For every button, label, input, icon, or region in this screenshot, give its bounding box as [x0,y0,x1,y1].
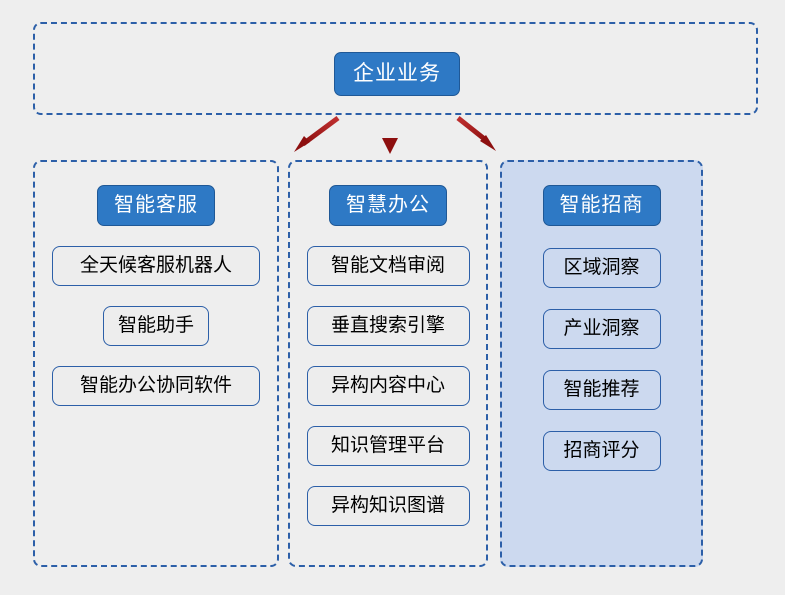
arrow-to-column-1-icon [294,115,340,152]
category-column-smart-office: 智慧办公 智能文档审阅 垂直搜索引擎 异构内容中心 知识管理平台 异构知识图谱 [288,160,488,567]
item-2-4[interactable]: 知识管理平台 [306,426,470,466]
arrow-to-column-3-icon [456,116,496,151]
column-header-2[interactable]: 智慧办公 [329,185,447,226]
item-1-1[interactable]: 全天候客服机器人 [52,246,260,286]
root-node-enterprise-business[interactable]: 企业业务 [334,52,460,96]
item-2-2[interactable]: 垂直搜索引擎 [306,306,470,346]
item-2-5[interactable]: 异构知识图谱 [306,486,470,526]
item-3-4[interactable]: 招商评分 [542,431,661,471]
item-1-3[interactable]: 智能办公协同软件 [52,366,260,406]
item-1-2[interactable]: 智能助手 [102,306,209,346]
item-3-3[interactable]: 智能推荐 [542,370,661,410]
item-2-3[interactable]: 异构内容中心 [306,366,470,406]
item-2-1[interactable]: 智能文档审阅 [306,246,470,286]
category-column-customer-service: 智能客服 全天候客服机器人 智能助手 智能办公协同软件 [33,160,279,567]
column-header-1[interactable]: 智能客服 [97,185,215,226]
category-column-investment-attraction: 智能招商 区域洞察 产业洞察 智能推荐 招商评分 [500,160,703,567]
item-3-1[interactable]: 区域洞察 [542,248,661,288]
column-header-3[interactable]: 智能招商 [542,185,661,226]
root-container [33,22,758,115]
arrow-to-column-2-icon [382,115,398,154]
item-3-2[interactable]: 产业洞察 [542,309,661,349]
